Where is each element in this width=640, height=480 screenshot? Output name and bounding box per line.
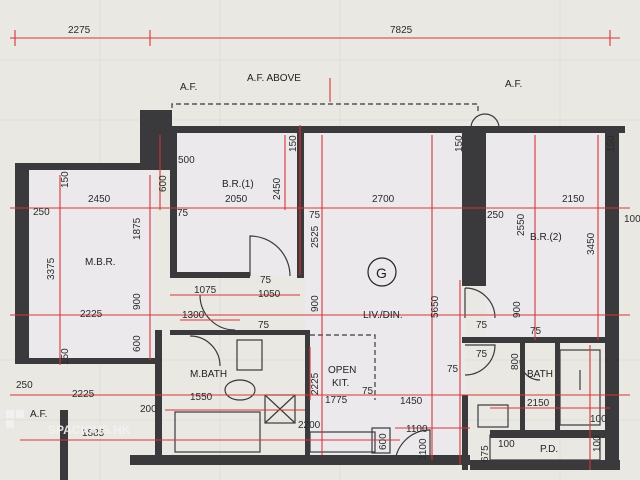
dim-text: 75 — [362, 386, 374, 397]
dimension-lines — [10, 30, 630, 470]
label-br2: B.R.(2) — [530, 232, 562, 243]
dim-text: 75 — [260, 275, 272, 286]
dim-text: 150 — [606, 135, 617, 152]
label-af-right: A.F. — [505, 79, 522, 90]
dim-text: 900 — [310, 295, 321, 312]
dim-text: 2550 — [516, 213, 527, 236]
dashed-outlines — [171, 103, 479, 400]
dim-text: 250 — [33, 207, 50, 218]
label-g: G — [376, 265, 387, 281]
label-open: OPEN — [328, 365, 356, 376]
dim-text: 1450 — [400, 396, 423, 407]
watermark-text: SPACIOUS.HK — [48, 423, 131, 437]
dim-text: 3375 — [46, 257, 57, 280]
dim-text: 1075 — [194, 285, 217, 296]
dim-text: 900 — [512, 301, 523, 318]
dim-text: 100 — [592, 435, 603, 452]
dim-text: 2150 — [562, 194, 585, 205]
dim-text: 1885 — [82, 428, 105, 439]
watermark: SPACIOUS.HK — [6, 410, 131, 437]
label-bath: BATH — [527, 369, 553, 380]
label-mbath: M.BATH — [190, 369, 227, 380]
dim-text: 2225 — [72, 389, 95, 400]
dim-text: 7825 — [390, 25, 413, 36]
room-fills — [30, 133, 610, 463]
label-af-above: A.F. ABOVE — [247, 73, 301, 84]
label-af-left: A.F. — [180, 82, 197, 93]
dim-text: 75 — [177, 208, 189, 219]
dim-text: 2225 — [310, 372, 321, 395]
dim-text: 675 — [480, 445, 491, 462]
dim-text: 2050 — [225, 194, 248, 205]
dim-text: 1100 — [418, 438, 429, 460]
dim-text: 75 — [476, 320, 488, 331]
dim-text: 1050 — [258, 289, 281, 300]
label-br1: B.R.(1) — [222, 179, 254, 190]
dim-text: 800 — [510, 353, 521, 370]
zone-marker-circle — [367, 257, 397, 287]
dim-text: 150 — [288, 135, 299, 152]
label-kit: KIT. — [332, 378, 349, 389]
dim-text: 200 — [140, 404, 157, 415]
dim-text: 100 — [624, 214, 640, 225]
dim-text: 75 — [258, 320, 270, 331]
dim-text: 1875 — [132, 217, 143, 240]
label-pd: P.D. — [540, 444, 558, 455]
dim-text: 75 — [530, 326, 542, 337]
label-liv: LIV./DIN. — [363, 310, 403, 321]
dim-text: 2150 — [527, 398, 550, 409]
dim-text: 75 — [309, 210, 321, 221]
dim-text: 1100 — [406, 424, 428, 435]
dim-text: 2225 — [80, 309, 103, 320]
dim-text: 100 — [498, 439, 515, 450]
dim-text: 150 — [454, 135, 465, 152]
room-labels: M.B.R. B.R.(1) B.R.(2) G LIV./DIN. OPEN … — [30, 73, 562, 455]
label-af-bottom: A.F. — [30, 409, 47, 420]
dim-text: 2700 — [372, 194, 395, 205]
dim-text: 250 — [487, 210, 504, 221]
dim-text: 2525 — [310, 225, 321, 248]
dim-text: 150 — [60, 171, 71, 188]
dimension-labels: 2275 7825 500 600 150 150 150 150 2450 2… — [16, 25, 640, 462]
dim-text: 2275 — [68, 25, 91, 36]
dim-text: 2450 — [272, 177, 283, 200]
door-swings — [142, 113, 541, 466]
label-mbr: M.B.R. — [85, 257, 116, 268]
dim-text: 1775 — [325, 395, 348, 406]
dim-text: 3450 — [586, 232, 597, 255]
dim-text: 2450 — [88, 194, 111, 205]
dim-text: 600 — [132, 335, 143, 352]
dim-text: 75 — [447, 364, 459, 375]
dim-text: 150 — [60, 348, 71, 365]
dim-text: 1550 — [190, 392, 213, 403]
dim-text: 250 — [16, 380, 33, 391]
dim-text: 1300 — [182, 310, 205, 321]
dim-text: 100 — [590, 414, 607, 425]
dim-text: 500 — [178, 155, 195, 166]
dim-text: 600 — [378, 433, 389, 450]
dim-text: 5650 — [430, 295, 441, 318]
dim-text: 900 — [132, 293, 143, 310]
dim-text: 75 — [476, 349, 488, 360]
dim-text: 2200 — [298, 420, 321, 431]
dim-text: 600 — [158, 175, 169, 192]
